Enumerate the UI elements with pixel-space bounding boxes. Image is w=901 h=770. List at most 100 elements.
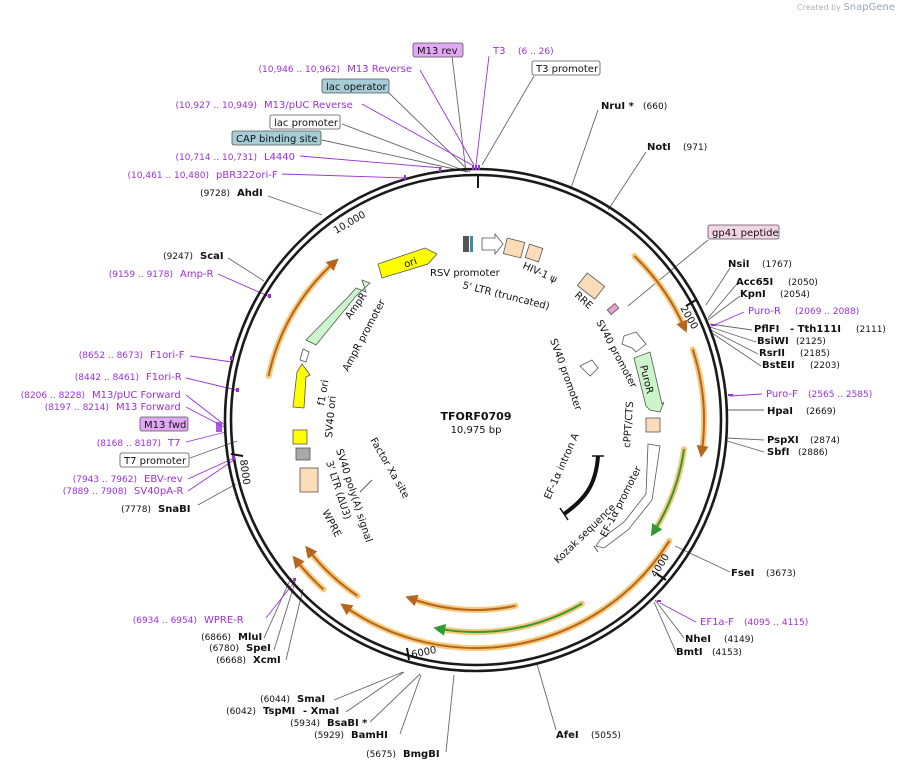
enzyme-bsiwi-pos: (2125)	[796, 337, 826, 347]
primer-puro-f-name: Puro-F	[766, 389, 798, 400]
plasmid-length: 10,975 bp	[451, 425, 502, 436]
cap-binding-site-box: CAP binding site	[236, 134, 318, 145]
f1-ori-label: f1 ori	[316, 379, 331, 407]
enzyme-acc65i: Acc65I	[736, 277, 773, 288]
snapgene-brand: Created by SnapGene	[797, 2, 895, 13]
enzyme-scai-pos: (9247)	[163, 252, 193, 262]
primer-m13-reverse-name: M13 Reverse	[347, 64, 412, 75]
enzyme-spei: SpeI	[246, 643, 271, 654]
enzyme-bmgbi-pos: (5675)	[366, 750, 396, 760]
orf-arc-2	[691, 349, 709, 458]
ori-label: ori	[403, 256, 419, 270]
enzyme-xcmi-pos: (6668)	[216, 656, 246, 666]
primer-sv40pa-r-name: SV40pA-R	[134, 486, 183, 497]
enzyme-tth111i-pos: (2111)	[856, 325, 886, 335]
factor-xa-label: Factor Xa site	[367, 436, 411, 500]
backbone-marks	[216, 165, 733, 602]
orf-arc-8	[305, 545, 359, 597]
rsv-promoter-label: RSV promoter	[430, 268, 501, 279]
primer-amp-r-name: Amp-R	[180, 269, 214, 280]
primer-wpre-r-pos: (6934 .. 6954)	[133, 616, 197, 626]
wpre-label: WPRE	[319, 508, 342, 539]
primer-pbr322ori-f-name: pBR322ori-F	[216, 170, 278, 181]
enzyme-smai: SmaI	[297, 694, 325, 705]
enzyme-bsteii: BstEII	[762, 360, 795, 371]
enzyme-ahdi: AhdI	[237, 188, 263, 199]
primer-l4440-pos: (10,714 .. 10,731)	[176, 153, 257, 163]
enzyme-bmti: BmtI	[676, 647, 703, 658]
orf-arc-7	[292, 555, 325, 591]
orf-arc-8-halo	[305, 547, 361, 599]
orf-arc-6	[405, 594, 516, 611]
orf-arc-9	[267, 258, 339, 377]
enzyme-nhei-pos: (4149)	[724, 635, 754, 645]
f1-ori-feature: f1 ori	[292, 363, 331, 409]
orf-arc-1-halo	[631, 253, 688, 331]
orf-arc-4	[340, 540, 671, 650]
ltr-5-label: 5' LTR (truncated)	[461, 280, 550, 312]
primer-t3-name: T3	[492, 46, 505, 57]
hiv-psi-label: HIV-1 ψ	[521, 261, 559, 286]
primer-m13-puc-reverse-name: M13/pUC Reverse	[264, 100, 353, 111]
primer-t3-pos: (6 .. 26)	[518, 47, 554, 57]
primer-t7-name: T7	[167, 438, 180, 449]
enzyme-hpai-pos: (2669)	[806, 407, 836, 417]
enzyme-tspmi-pos: (6042)	[226, 707, 256, 717]
primer-ef1a-f-name: EF1a-F	[700, 617, 734, 628]
enzyme-kpni: KpnI	[740, 289, 766, 300]
tick-10000: 10,000	[332, 210, 368, 237]
enzyme-hpai: HpaI	[767, 406, 793, 417]
enzyme-pspxi-pos: (2874)	[810, 436, 840, 446]
enzyme-nsii-pos: (1767)	[762, 260, 792, 270]
primer-m13-forward-pos: (8197 .. 8214)	[45, 403, 109, 413]
factor-xa-feature: Factor Xa site	[359, 436, 411, 500]
primer-puro-r-name: Puro-R	[748, 306, 781, 317]
m13-fwd-box: M13 fwd	[144, 420, 186, 431]
enzyme-snabi: SnaBI	[158, 504, 190, 515]
enzyme-mlui: MluI	[238, 632, 262, 643]
enzyme-rsrii-pos: (2185)	[800, 349, 830, 359]
orf-arcs	[265, 253, 709, 652]
lac-promoter-box: lac promoter	[274, 118, 339, 129]
created-by-text: Created by	[796, 3, 841, 12]
primer-sv40pa-r-pos: (7889 .. 7908)	[63, 487, 127, 497]
primer-l4440-name: L4440	[264, 152, 295, 163]
primer-f1ori-r-pos: (8442 .. 8461)	[75, 373, 139, 383]
primer-ef1a-f-pos: (4095 .. 4115)	[744, 618, 808, 628]
primer-m13-puc-forward-name: M13/pUC Forward	[92, 390, 181, 401]
gp41-peptide-box: gp41 peptide	[712, 228, 779, 239]
primer-amp-r-pos: (9159 .. 9178)	[109, 270, 173, 280]
snapgene-logo: SnapGene	[843, 2, 895, 13]
enzyme-bsiwi: BsiWI	[757, 336, 789, 347]
enzyme-nsii: NsiI	[728, 259, 749, 270]
enzyme-snabi-pos: (7778)	[121, 505, 151, 515]
primer-labels: T3 (6 .. 26) M13 Reverse (10,946 .. 10,9…	[21, 46, 873, 628]
enzyme-spei-pos: (6780)	[209, 644, 239, 654]
enzyme-noti-pos: (971)	[683, 143, 707, 153]
enzyme-bsabi-pos: (5934)	[290, 719, 320, 729]
primer-t7-pos: (8168 .. 8187)	[97, 439, 161, 449]
primer-m13-puc-reverse-pos: (10,927 .. 10,949)	[176, 101, 257, 111]
primer-pbr322ori-f-pos: (10,461 .. 10,480)	[128, 171, 209, 181]
enzyme-bsabi: BsaBI *	[327, 718, 368, 729]
enzyme-fsei-pos: (3673)	[766, 569, 796, 579]
enzyme-smai-pos: (6044)	[260, 695, 290, 705]
primer-ebv-rev-name: EBV-rev	[144, 474, 183, 485]
sv40-ori-label: SV40 ori	[324, 395, 339, 438]
hiv-psi-feature: HIV-1 ψ	[521, 243, 559, 286]
enzyme-ahdi-pos: (9728)	[200, 189, 230, 199]
label-leader-lines	[189, 55, 765, 753]
ori-feature: ori	[377, 247, 438, 279]
orf-arc-3-halo	[651, 446, 687, 535]
cppt-label: cPPT/CTS	[622, 401, 636, 448]
sv40-ori-feature: SV40 ori	[292, 395, 339, 445]
primer-m13-puc-forward-pos: (8206 .. 8228)	[21, 391, 85, 401]
primer-f1ori-f-pos: (8652 .. 8673)	[79, 351, 143, 361]
enzyme-nrui-pos: (660)	[643, 102, 667, 112]
plasmid-name: TFORF0709	[441, 410, 512, 423]
enzyme-nhei: NheI	[685, 634, 711, 645]
tick-8000: 8000	[237, 459, 251, 486]
enzyme-nrui: NruI *	[601, 101, 635, 112]
enzyme-afei: AfeI	[556, 730, 579, 741]
